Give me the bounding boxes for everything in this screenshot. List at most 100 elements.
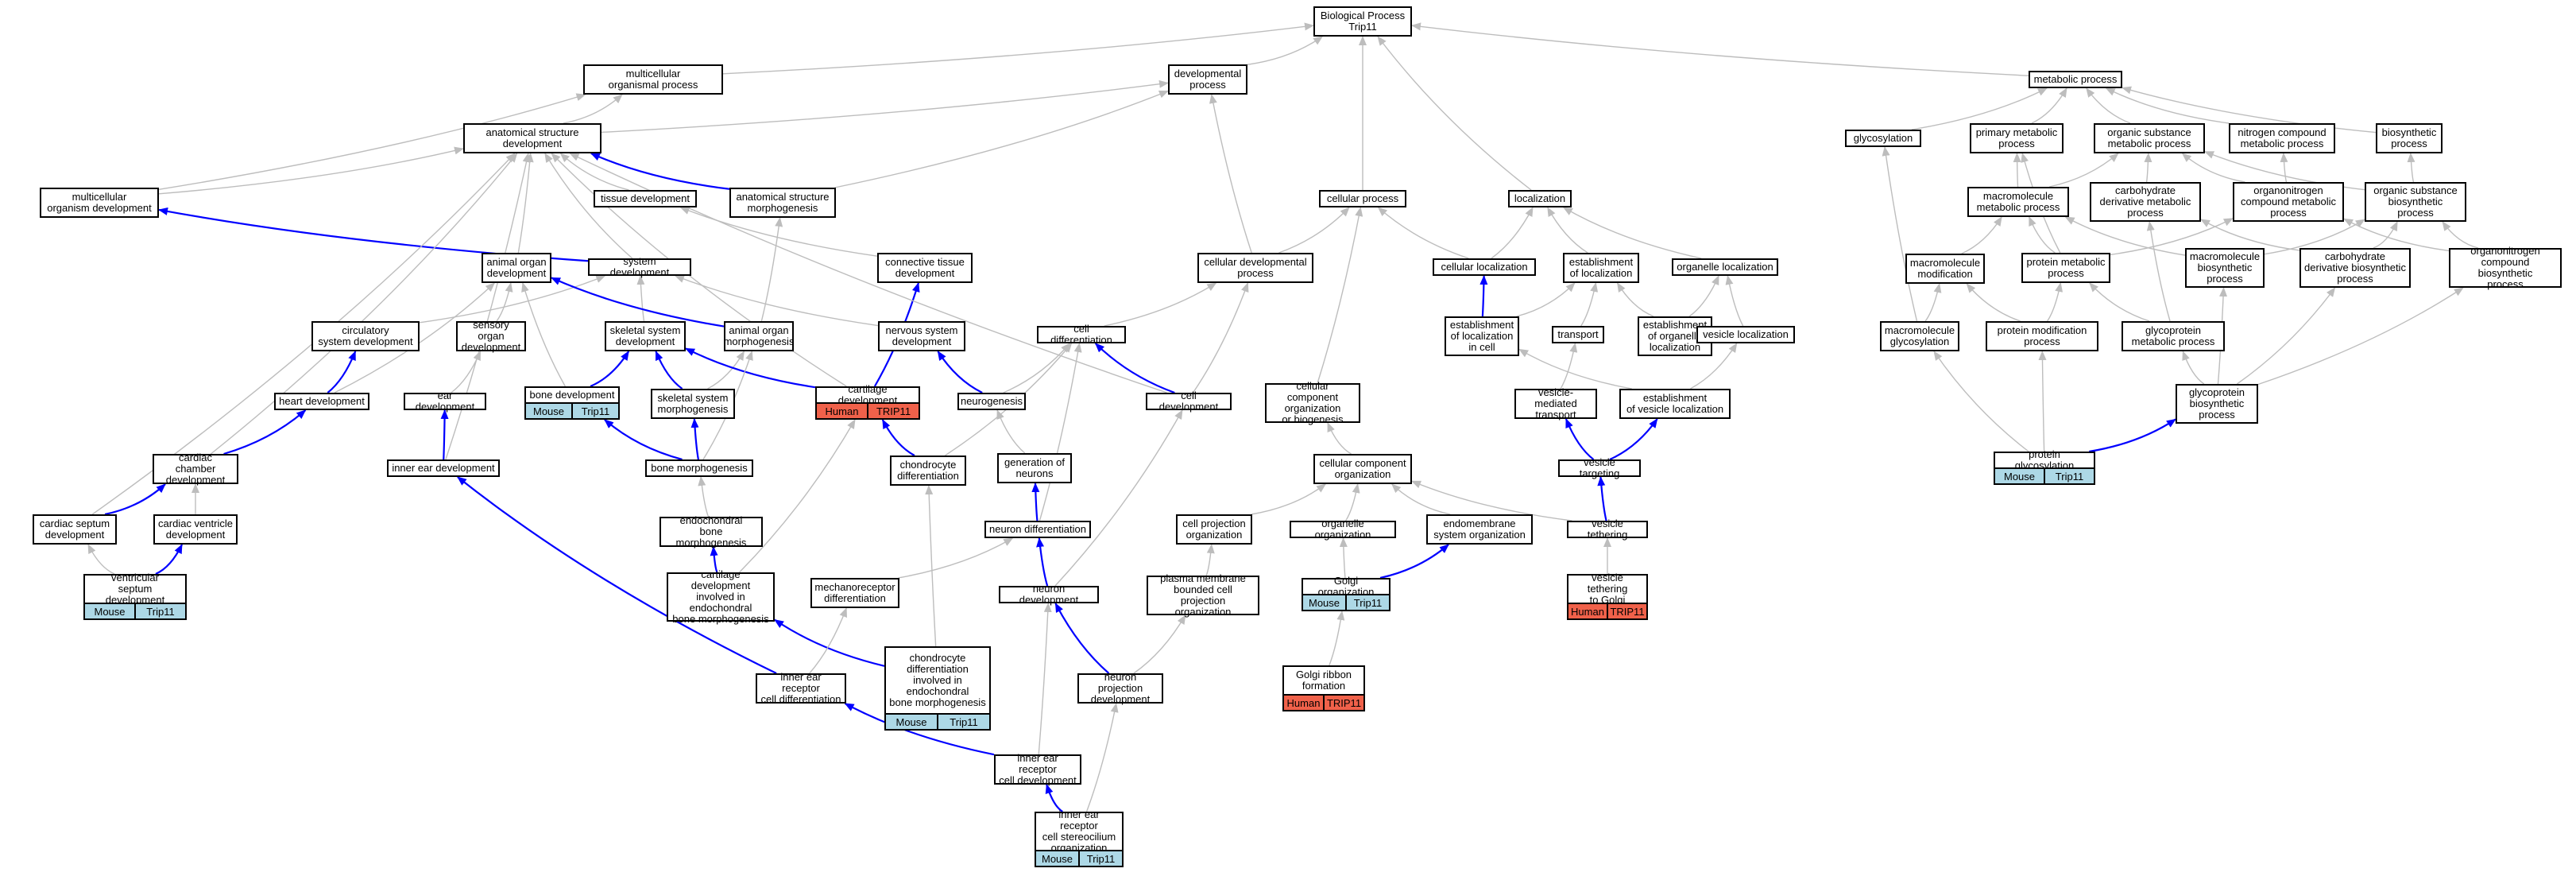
blue-edge-cardiac_chamber_dev-to-heart_dev	[223, 409, 307, 456]
term-node-circulatory-dev[interactable]: circulatory system development	[311, 321, 420, 351]
term-node-neuron-diff[interactable]: neuron differentiation	[984, 521, 1091, 538]
term-node-heart-dev[interactable]: heart development	[274, 393, 369, 410]
term-node-golgi-ribbon[interactable]: Golgi ribbon formation	[1282, 665, 1365, 696]
term-node-ventricular-septum-dev[interactable]: ventricular septum development	[83, 572, 187, 606]
gray-edge-chondrocyte_diff_endo-to-chondrocyte_diff	[925, 485, 937, 647]
term-node-cardiac-chamber-dev[interactable]: cardiac chamber development	[153, 452, 238, 486]
term-node-nitrogen-metab[interactable]: nitrogen compound metabolic process	[2229, 123, 2335, 153]
term-node-estab-loc[interactable]: establishment of localization	[1563, 253, 1639, 283]
term-node-multicell-proc[interactable]: multicellular organismal process	[583, 64, 723, 95]
gray-edge-cell_diff-to-cell_dev_proc	[1104, 282, 1217, 327]
term-node-connective-dev[interactable]: connective tissue development	[877, 253, 973, 283]
term-node-macromol-mod[interactable]: macromolecule modification	[1905, 254, 1985, 284]
term-node-inner-ear-dev[interactable]: inner ear development	[387, 459, 500, 477]
term-node-organelle-org[interactable]: organelle organization	[1290, 518, 1396, 541]
term-node-anat-dev[interactable]: anatomical structure development	[463, 123, 601, 153]
term-node-cell-dev-proc[interactable]: cellular developmental process	[1197, 253, 1313, 283]
term-node-estab-loc-cell[interactable]: establishment of localization in cell	[1445, 316, 1519, 356]
term-node-macromol-glyco[interactable]: macromolecule glycosylation	[1880, 321, 1959, 351]
term-node-glycoprotein-metab[interactable]: glycoprotein metabolic process	[2122, 321, 2225, 351]
term-node-cell-development[interactable]: cell development	[1146, 390, 1232, 413]
term-node-skeletal-sys-dev[interactable]: skeletal system development	[605, 321, 686, 351]
term-node-primary-metab[interactable]: primary metabolic process	[1970, 123, 2064, 153]
term-node-neurogenesis[interactable]: neurogenesis	[957, 393, 1026, 410]
term-node-cardiac-septum-dev[interactable]: cardiac septum development	[33, 514, 117, 545]
term-node-bone-morph[interactable]: bone morphogenesis	[645, 459, 753, 477]
term-node-carb-deriv-metab[interactable]: carbohydrate derivative metabolic proces…	[2090, 182, 2201, 222]
term-node-ear-dev[interactable]: ear development	[404, 390, 486, 413]
term-node-metabolic[interactable]: metabolic process	[2029, 71, 2122, 88]
term-node-inner-ear-receptor-dev[interactable]: inner ear receptor cell development	[994, 753, 1081, 786]
term-node-protein-metab[interactable]: protein metabolic process	[2021, 253, 2110, 283]
blue-edge-inner_ear_receptor_diff-to-inner_ear_dev	[457, 476, 777, 674]
gray-edge-organonitrogen_metab-to-nitrogen_metab	[2280, 153, 2288, 183]
term-node-org-subst-biosyn[interactable]: organic substance biosynthetic process	[2365, 182, 2466, 222]
term-node-golgi-org[interactable]: Golgi organization	[1302, 576, 1390, 598]
term-node-vesicle-loc[interactable]: vesicle localization	[1696, 326, 1795, 343]
term-node-chondrocyte-diff-endo[interactable]: chondrocyte differentiation involved in …	[884, 646, 991, 715]
term-node-organonitrogen-biosyn[interactable]: organonitrogen compound biosynthetic pro…	[2449, 246, 2562, 290]
term-node-cellular-loc[interactable]: cellular localization	[1433, 258, 1536, 276]
term-node-cartilage-dev[interactable]: cartilage development	[815, 384, 920, 406]
term-node-chondrocyte-diff[interactable]: chondrocyte differentiation	[890, 456, 966, 486]
term-node-plasma-membrane-proj[interactable]: plasma membrane bounded cell projection …	[1147, 573, 1259, 618]
term-node-stereocilium-org[interactable]: inner ear receptor cell stereocilium org…	[1035, 809, 1124, 854]
term-node-organonitrogen-metab[interactable]: organonitrogen compound metabolic proces…	[2233, 182, 2344, 222]
term-node-protein-mod[interactable]: protein modification process	[1986, 321, 2098, 351]
term-node-organelle-loc[interactable]: organelle localization	[1672, 258, 1778, 276]
term-node-tissue-dev[interactable]: tissue development	[594, 190, 697, 207]
gray-edge-organonitrogen_biosyn-to-org_subst_biosyn	[2442, 221, 2479, 249]
term-node-vesicle-transport[interactable]: vesicle-mediated transport	[1514, 387, 1597, 421]
term-node-estab-vesicle-loc[interactable]: establishment of vesicle localization	[1619, 389, 1731, 419]
term-node-system-dev[interactable]: system development	[588, 256, 691, 278]
term-node-glycosylation[interactable]: glycosylation	[1845, 130, 1921, 147]
term-node-skeletal-morph[interactable]: skeletal system morphogenesis	[651, 389, 735, 419]
term-node-animal-organ-morph[interactable]: animal organ morphogenesis	[724, 321, 794, 351]
term-node-sensory-organ-dev[interactable]: sensory organ development	[456, 320, 526, 353]
term-node-vesicle-targeting[interactable]: vesicle targeting	[1558, 457, 1641, 479]
blue-edge-bone_morph-to-skeletal_morph	[690, 418, 699, 460]
term-node-endochondral-morph[interactable]: endochondral bone morphogenesis	[659, 515, 763, 549]
term-node-macromol-biosyn[interactable]: macromolecule biosynthetic process	[2185, 248, 2265, 288]
term-node-estab-organelle-loc[interactable]: establishment of organelle localization	[1638, 316, 1712, 356]
blue-edge-golgi_org-to-endomembrane_org	[1379, 544, 1449, 580]
term-node-cell-proj-org[interactable]: cell projection organization	[1176, 514, 1252, 545]
blue-edge-cardiac_septum_dev-to-cardiac_chamber_dev	[104, 483, 166, 516]
term-node-protein-glyco[interactable]: protein glycosylation	[1994, 449, 2095, 471]
term-node-anat-morph[interactable]: anatomical structure morphogenesis	[729, 188, 836, 218]
term-node-gen-neurons[interactable]: generation of neurons	[997, 453, 1072, 483]
term-node-org-subst-metab[interactable]: organic substance metabolic process	[2094, 123, 2205, 153]
term-node-cardiac-ventricle-dev[interactable]: cardiac ventricle development	[153, 514, 238, 545]
term-node-inner-ear-receptor-diff[interactable]: inner ear receptor cell differentiation	[756, 672, 846, 705]
gene-label: Trip11	[2044, 469, 2094, 483]
term-node-transport[interactable]: transport	[1552, 326, 1604, 343]
term-node-cellular-proc[interactable]: cellular process	[1319, 190, 1406, 207]
term-node-neuron-proj-dev[interactable]: neuron projection development	[1077, 672, 1163, 705]
term-node-cell-diff[interactable]: cell differentiation	[1037, 324, 1126, 346]
term-node-vesicle-tethering[interactable]: vesicle tethering	[1567, 518, 1648, 541]
term-node-multicell-dev[interactable]: multicellular organism development	[40, 188, 159, 218]
gray-edge-golgi_org-to-organelle_org	[1339, 537, 1348, 579]
term-node-endomembrane-org[interactable]: endomembrane system organization	[1426, 514, 1533, 545]
term-node-bone-dev[interactable]: bone development	[524, 386, 620, 404]
term-node-nervous-sys-dev[interactable]: nervous system development	[878, 321, 965, 351]
term-node-mechanoreceptor-diff[interactable]: mechanoreceptor differentiation	[810, 578, 899, 608]
term-node-biosynthetic[interactable]: biosynthetic process	[2376, 123, 2443, 153]
gray-edge-tissue_dev-to-anat_dev	[559, 153, 629, 191]
term-node-neuron-dev[interactable]: neuron development	[999, 583, 1099, 606]
term-node-root[interactable]: Biological Process Trip11	[1313, 6, 1412, 37]
term-node-glycoprotein-biosyn[interactable]: glycoprotein biosynthetic process	[2176, 384, 2258, 424]
gray-edge-glycoprotein_biosyn-to-glycoprotein_metab	[2182, 351, 2205, 385]
term-node-animal-organ-dev[interactable]: animal organ development	[482, 253, 551, 283]
term-node-dev-proc[interactable]: developmental process	[1168, 64, 1247, 95]
term-node-vesicle-tethering-golgi[interactable]: vesicle tethering to Golgi	[1567, 572, 1648, 606]
species-label: Mouse	[1041, 852, 1073, 865]
term-node-localization[interactable]: localization	[1508, 190, 1572, 207]
term-node-carb-deriv-biosyn[interactable]: carbohydrate derivative biosynthetic pro…	[2299, 248, 2411, 288]
term-node-cartilage-endochondral[interactable]: cartilage development involved in endoch…	[667, 569, 775, 625]
term-node-cell-comp-org[interactable]: cellular component organization	[1313, 454, 1412, 484]
term-node-cell-comp-org-biogen[interactable]: cellular component organization or bioge…	[1265, 381, 1360, 425]
term-node-macromol-metab[interactable]: macromolecule metabolic process	[1967, 187, 2069, 217]
